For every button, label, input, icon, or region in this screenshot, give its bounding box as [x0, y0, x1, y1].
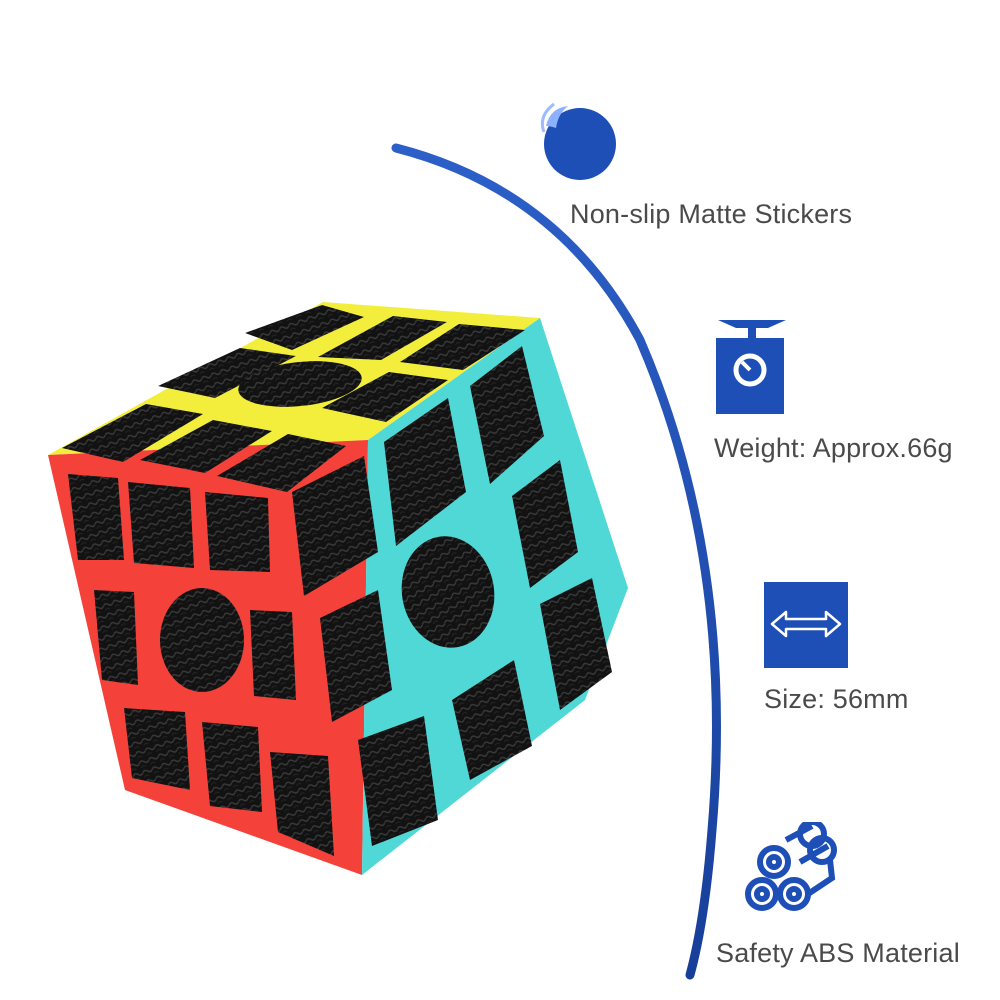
feature-label-weight: Weight: Approx.66g — [714, 433, 953, 463]
feature-label-material: Safety ABS Material — [716, 938, 960, 968]
sticker-dot-icon — [540, 102, 616, 180]
right-face-stickers — [292, 346, 612, 846]
size-arrows-icon — [764, 582, 848, 668]
left-face-stickers — [68, 474, 334, 856]
top-face-stickers — [62, 305, 525, 492]
scale-icon — [716, 320, 786, 414]
decorative-arc — [391, 143, 721, 980]
feature-label-stickers: Non-slip Matte Stickers — [570, 199, 853, 229]
abs-material-icon — [745, 822, 837, 911]
feature-label-size: Size: 56mm — [764, 684, 909, 714]
